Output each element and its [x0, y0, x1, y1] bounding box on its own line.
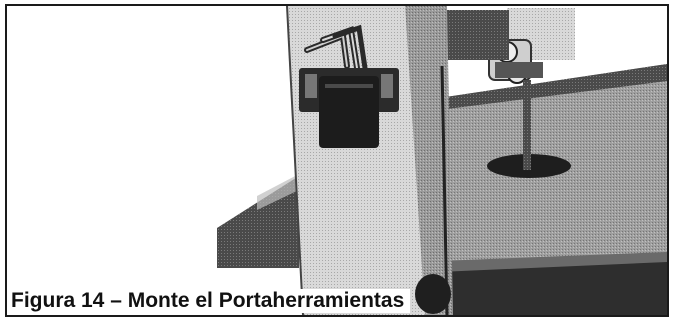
hex-keys	[304, 24, 368, 71]
figure-caption: Figura 14 – Monte el Portaherramientas	[11, 289, 411, 313]
tool-holder	[299, 68, 399, 148]
band-saw-tool-holder-illustration	[217, 6, 667, 315]
figure-frame: Figura 14 – Monte el Portaherramientas	[5, 4, 669, 317]
saw-blade	[523, 80, 531, 170]
